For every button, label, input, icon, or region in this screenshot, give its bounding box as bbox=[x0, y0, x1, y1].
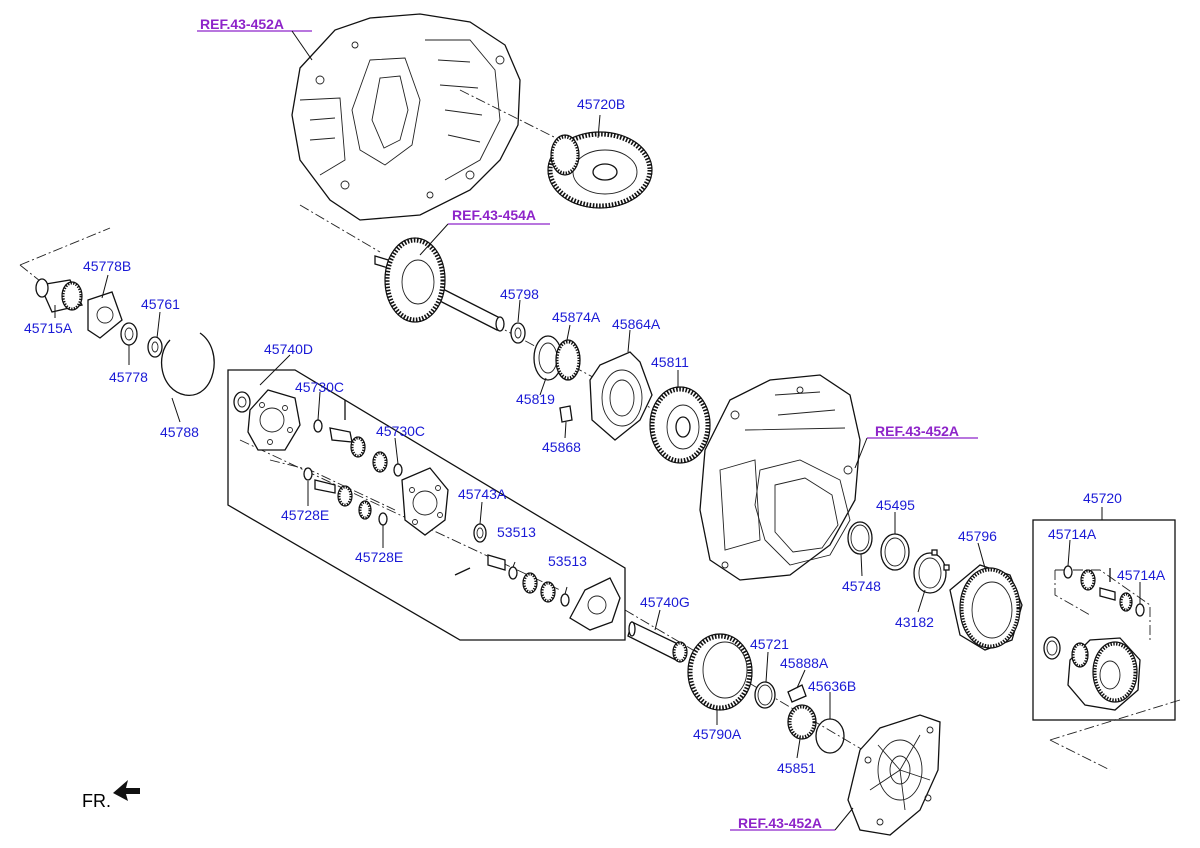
housing-45864a bbox=[589, 351, 653, 441]
ref-label-shaft[interactable]: REF.43-454A bbox=[452, 207, 537, 223]
washer-45798 bbox=[510, 322, 526, 344]
plate-43182 bbox=[913, 549, 950, 594]
part-label-45851[interactable]: 45851 bbox=[777, 760, 816, 776]
part-label-53513-upper[interactable]: 53513 bbox=[497, 524, 536, 540]
snap-ring-45788 bbox=[160, 332, 215, 396]
oring-45636b bbox=[815, 718, 845, 754]
part-label-45730c-lower[interactable]: 45730C bbox=[376, 423, 426, 439]
front-arrow-icon bbox=[113, 780, 140, 801]
part-label-45796[interactable]: 45796 bbox=[958, 528, 997, 544]
part-label-45811[interactable]: 45811 bbox=[651, 354, 689, 370]
part-label-43182[interactable]: 43182 bbox=[895, 614, 934, 630]
part-label-45868[interactable]: 45868 bbox=[542, 439, 581, 455]
carrier-45740d bbox=[233, 389, 621, 631]
part-label-45636b[interactable]: 45636B bbox=[808, 678, 857, 694]
part-label-45790a[interactable]: 45790A bbox=[693, 726, 742, 742]
leader-lines bbox=[54, 30, 1141, 831]
part-label-45715a[interactable]: 45715A bbox=[24, 320, 73, 336]
gear-45811 bbox=[649, 386, 711, 464]
axis-line bbox=[299, 204, 381, 253]
axis-line bbox=[1055, 569, 1151, 640]
part-label-45748[interactable]: 45748 bbox=[842, 578, 881, 594]
part-label-45714a-right[interactable]: 45714A bbox=[1117, 567, 1166, 583]
part-label-45788[interactable]: 45788 bbox=[160, 424, 199, 440]
part-label-45721[interactable]: 45721 bbox=[750, 636, 789, 652]
ref-label-bottom[interactable]: REF.43-452A bbox=[738, 815, 823, 831]
ring-gear-45790a bbox=[687, 633, 753, 711]
differential-45720 bbox=[1043, 565, 1145, 711]
axis-line bbox=[239, 439, 561, 591]
part-label-45740g[interactable]: 45740G bbox=[640, 594, 690, 610]
ref-label-right[interactable]: REF.43-452A bbox=[875, 423, 960, 439]
axis-line bbox=[459, 89, 561, 141]
plate-45778b bbox=[87, 291, 123, 339]
part-label-45888a[interactable]: 45888A bbox=[780, 655, 829, 671]
part-label-45714a-left[interactable]: 45714A bbox=[1048, 526, 1097, 542]
axis-line bbox=[1049, 739, 1111, 771]
shaft-45740g bbox=[627, 621, 688, 663]
gear-45720b bbox=[547, 131, 653, 209]
cover-bottom bbox=[847, 714, 941, 836]
part-label-45874a[interactable]: 45874A bbox=[552, 309, 601, 325]
part-label-45720b[interactable]: 45720B bbox=[577, 96, 626, 112]
part-label-53513-lower[interactable]: 53513 bbox=[548, 553, 587, 569]
washer-45761 bbox=[147, 336, 163, 358]
transmission-case-top bbox=[291, 13, 521, 221]
transmission-case-right bbox=[699, 374, 861, 581]
sleeve-45715a bbox=[35, 278, 83, 313]
part-label-45728e-upper[interactable]: 45728E bbox=[281, 507, 330, 523]
front-direction-label: FR. bbox=[82, 791, 111, 811]
washer-45851 bbox=[787, 704, 817, 740]
axis-line bbox=[624, 609, 881, 761]
part-label-45495[interactable]: 45495 bbox=[876, 497, 915, 513]
carrier-assembly-frame bbox=[227, 369, 626, 641]
axis-line bbox=[1054, 570, 1091, 616]
input-shaft bbox=[374, 237, 505, 332]
part-label-45819[interactable]: 45819 bbox=[516, 391, 555, 407]
washer-45778 bbox=[120, 322, 138, 346]
sub-assembly-frame bbox=[1032, 519, 1176, 721]
part-label-45778b[interactable]: 45778B bbox=[83, 258, 132, 274]
drum-45796 bbox=[949, 564, 1023, 651]
part-label-45778[interactable]: 45778 bbox=[109, 369, 148, 385]
axis-line bbox=[19, 227, 111, 266]
part-label-45761[interactable]: 45761 bbox=[141, 296, 180, 312]
part-label-45728e-lower[interactable]: 45728E bbox=[355, 549, 404, 565]
part-label-45864a[interactable]: 45864A bbox=[612, 316, 661, 332]
screw-45868 bbox=[559, 405, 573, 423]
part-label-45740d[interactable]: 45740D bbox=[264, 341, 314, 357]
part-label-45730c-upper[interactable]: 45730C bbox=[295, 379, 345, 395]
ref-label-top[interactable]: REF.43-452A bbox=[200, 16, 285, 32]
part-label-45798[interactable]: 45798 bbox=[500, 286, 539, 302]
part-label-45743a[interactable]: 45743A bbox=[458, 486, 507, 502]
ring-45748 bbox=[847, 521, 873, 555]
part-label-45720[interactable]: 45720 bbox=[1083, 490, 1122, 506]
